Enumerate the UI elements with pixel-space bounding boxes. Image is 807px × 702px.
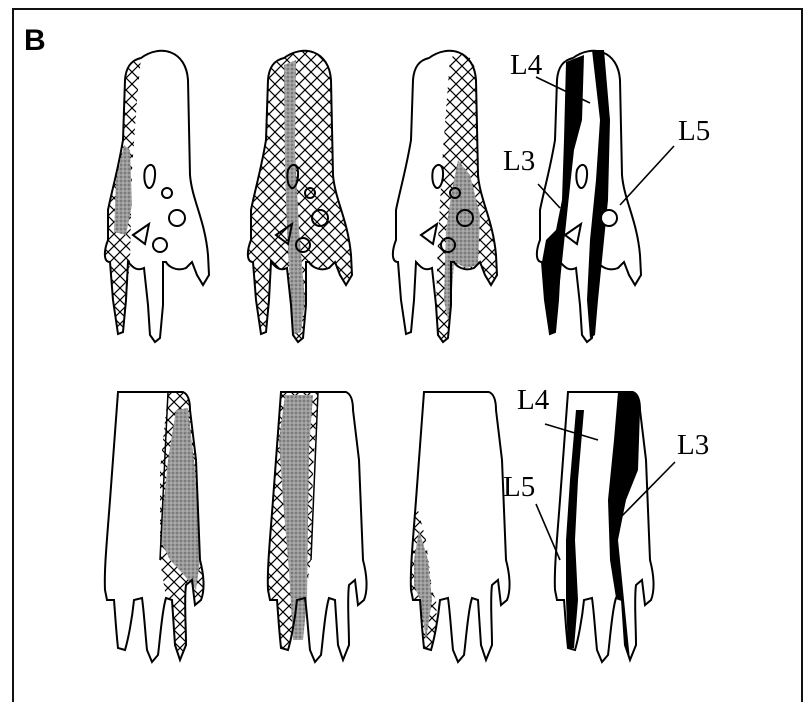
dorsal-paw-l4: [248, 51, 352, 342]
label-l3-dorsal: L3: [503, 145, 535, 177]
plantar-paw-summary: [555, 392, 654, 662]
label-l3-plantar: L3: [677, 429, 709, 461]
dorsal-paw-summary: [537, 50, 641, 342]
label-l5-plantar: L5: [503, 471, 535, 503]
plantar-paw-l3: [105, 392, 204, 662]
label-l4-dorsal: L4: [510, 49, 543, 81]
dorsal-paw-l5: [393, 51, 497, 342]
leader-line-l5-plantar: [536, 504, 560, 560]
label-l5-dorsal: L5: [678, 115, 710, 147]
leader-line-l5-dorsal: [620, 146, 674, 205]
plantar-paw-l5: [411, 392, 510, 662]
label-l4-plantar: L4: [517, 384, 550, 416]
plantar-paw-l4: [268, 392, 367, 662]
dorsal-paw-l3: [105, 51, 209, 342]
